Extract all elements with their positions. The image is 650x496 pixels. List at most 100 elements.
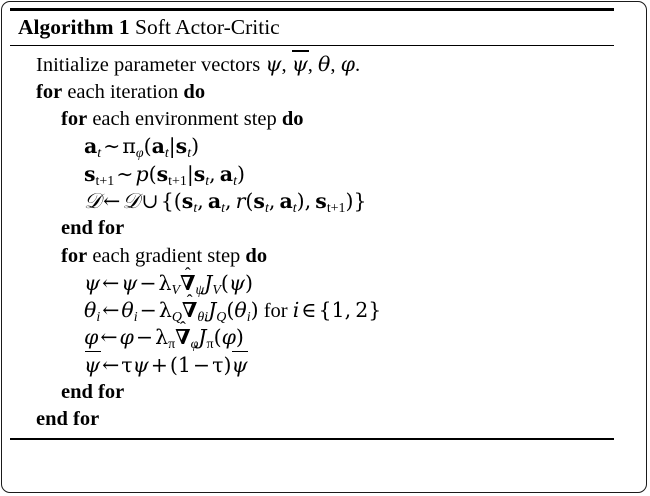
subscript-t: t: [193, 200, 198, 216]
paren-close: ): [250, 298, 259, 323]
line-for-gradient-step: for each gradient step do: [10, 243, 614, 270]
operator-leftarrow: ←: [100, 325, 118, 350]
paren-close: ): [244, 270, 253, 295]
symbol-psi-bar: ψ: [84, 350, 102, 379]
operator-nabla-hat: ˆ∇: [182, 291, 197, 325]
subscript-i: i: [133, 310, 138, 326]
operator-sim: ∼: [103, 134, 121, 159]
brace-close: }: [368, 298, 382, 323]
line-for-iteration: for each iteration do: [10, 79, 614, 106]
initialize-text: Initialize parameter vectors: [36, 54, 261, 77]
symbol-p: p: [135, 161, 149, 186]
symbol-s: s: [315, 188, 327, 213]
operator-sim: ∼: [116, 161, 134, 186]
operator-minus: −: [192, 352, 211, 377]
symbol-objective-J: J: [204, 270, 213, 295]
line-initialize: Initialize parameter vectors ψ, ψ, θ, φ.: [10, 50, 614, 78]
operator-minus: −: [139, 298, 157, 323]
symbol-phi: φ: [221, 325, 236, 350]
symbol-theta: θ: [234, 298, 247, 323]
algorithm-bottom-rule: [10, 437, 614, 440]
keyword-do: do: [281, 108, 304, 131]
period: .: [354, 54, 361, 77]
symbol-a: a: [279, 188, 293, 213]
subscript-i: i: [246, 310, 251, 326]
paren-open: (: [245, 188, 254, 213]
symbol-dataset: 𝒟: [122, 188, 140, 214]
subscript-t: t: [233, 173, 237, 189]
hat-accent: ˆ: [184, 263, 191, 284]
symbol-psi-bar: ψ: [231, 350, 249, 379]
comma-2: ,: [307, 54, 319, 77]
symbol-reward: r: [235, 188, 246, 213]
algorithm-number-label: Algorithm 1: [18, 15, 130, 39]
keyword-for: for: [36, 80, 63, 103]
symbol-dataset: 𝒟: [84, 188, 102, 214]
keyword-end-for: end for: [36, 408, 100, 431]
operator-nabla-hat: ˆ∇: [175, 318, 190, 352]
line-end-for-environment-step: end for: [10, 215, 614, 242]
subscript-t: t: [264, 200, 269, 216]
operator-leftarrow: ←: [102, 352, 120, 377]
subscript-t: t: [292, 200, 297, 216]
comma-3: ,: [330, 54, 341, 77]
operator-leftarrow: ←: [102, 298, 120, 323]
line-sample-action: at∼πφ(at|st): [10, 133, 614, 160]
line-append-replay-buffer: 𝒟←𝒟∪{(st, at, r(st, at), st+1)}: [10, 188, 614, 215]
symbol-psi: ψ: [265, 52, 282, 77]
paren-close: ): [235, 325, 244, 350]
paren-close: ): [236, 161, 245, 186]
text-each-gradient-step: each gradient step: [92, 244, 241, 267]
subscript-Q: Q: [171, 310, 182, 326]
operator-leftarrow: ←: [103, 188, 121, 213]
paren-open: (: [220, 270, 229, 295]
operator-mid: |: [168, 134, 176, 159]
subscript-pi: π: [168, 337, 176, 353]
subscript-i: i: [96, 310, 101, 326]
symbol-psi: ψ: [132, 352, 149, 377]
symbol-s: s: [84, 161, 96, 186]
paren-open: (: [169, 352, 178, 377]
symbol-psi: ψ: [121, 270, 138, 295]
subscript-t: t: [187, 146, 192, 162]
symbol-phi: φ: [84, 325, 99, 350]
symbol-pi: π: [122, 134, 136, 159]
keyword-end-for: end for: [61, 217, 125, 240]
symbol-s: s: [175, 134, 188, 159]
paren-close: ): [296, 188, 305, 213]
operator-mid: |: [186, 161, 194, 186]
subscript-phi: φ: [135, 146, 144, 162]
operator-plus: +: [150, 352, 168, 377]
algorithm-title: Soft Actor-Critic: [135, 15, 280, 39]
subscript-t: t: [205, 173, 210, 189]
symbol-psi: ψ: [84, 270, 101, 295]
symbol-psi-bar: ψ: [292, 50, 309, 78]
symbol-s: s: [193, 161, 206, 186]
subscript-t-plus-1: t+1: [168, 173, 187, 189]
text-each-environment-step: each environment step: [92, 108, 277, 131]
subscript-psi: ψ: [195, 282, 205, 298]
subscript-theta: θ: [197, 310, 205, 326]
comma: ,: [304, 188, 316, 213]
operator-nabla: ∇: [180, 270, 196, 295]
brace-open: {: [318, 298, 332, 323]
symbol-s: s: [156, 161, 169, 186]
algorithm-block: Algorithm 1 Soft Actor-Critic Initialize…: [10, 8, 614, 440]
value-1: 1: [177, 352, 191, 377]
comma: ,: [224, 188, 236, 213]
comma: ,: [344, 298, 356, 323]
paren-close: ): [191, 134, 200, 159]
symbol-phi: φ: [340, 52, 355, 77]
paren-open: (: [213, 325, 222, 350]
algorithm-top-rule: [10, 8, 614, 11]
symbol-a: a: [151, 134, 165, 159]
line-end-for-iteration: end for: [10, 406, 614, 433]
subscript-t: t: [97, 146, 102, 162]
paren-open: (: [143, 134, 152, 159]
subscript-V: V: [212, 282, 221, 298]
comma: ,: [268, 188, 280, 213]
subscript-t-plus-1: t+1: [326, 200, 346, 216]
symbol-a: a: [84, 134, 98, 159]
symbol-theta: θ: [84, 298, 97, 323]
